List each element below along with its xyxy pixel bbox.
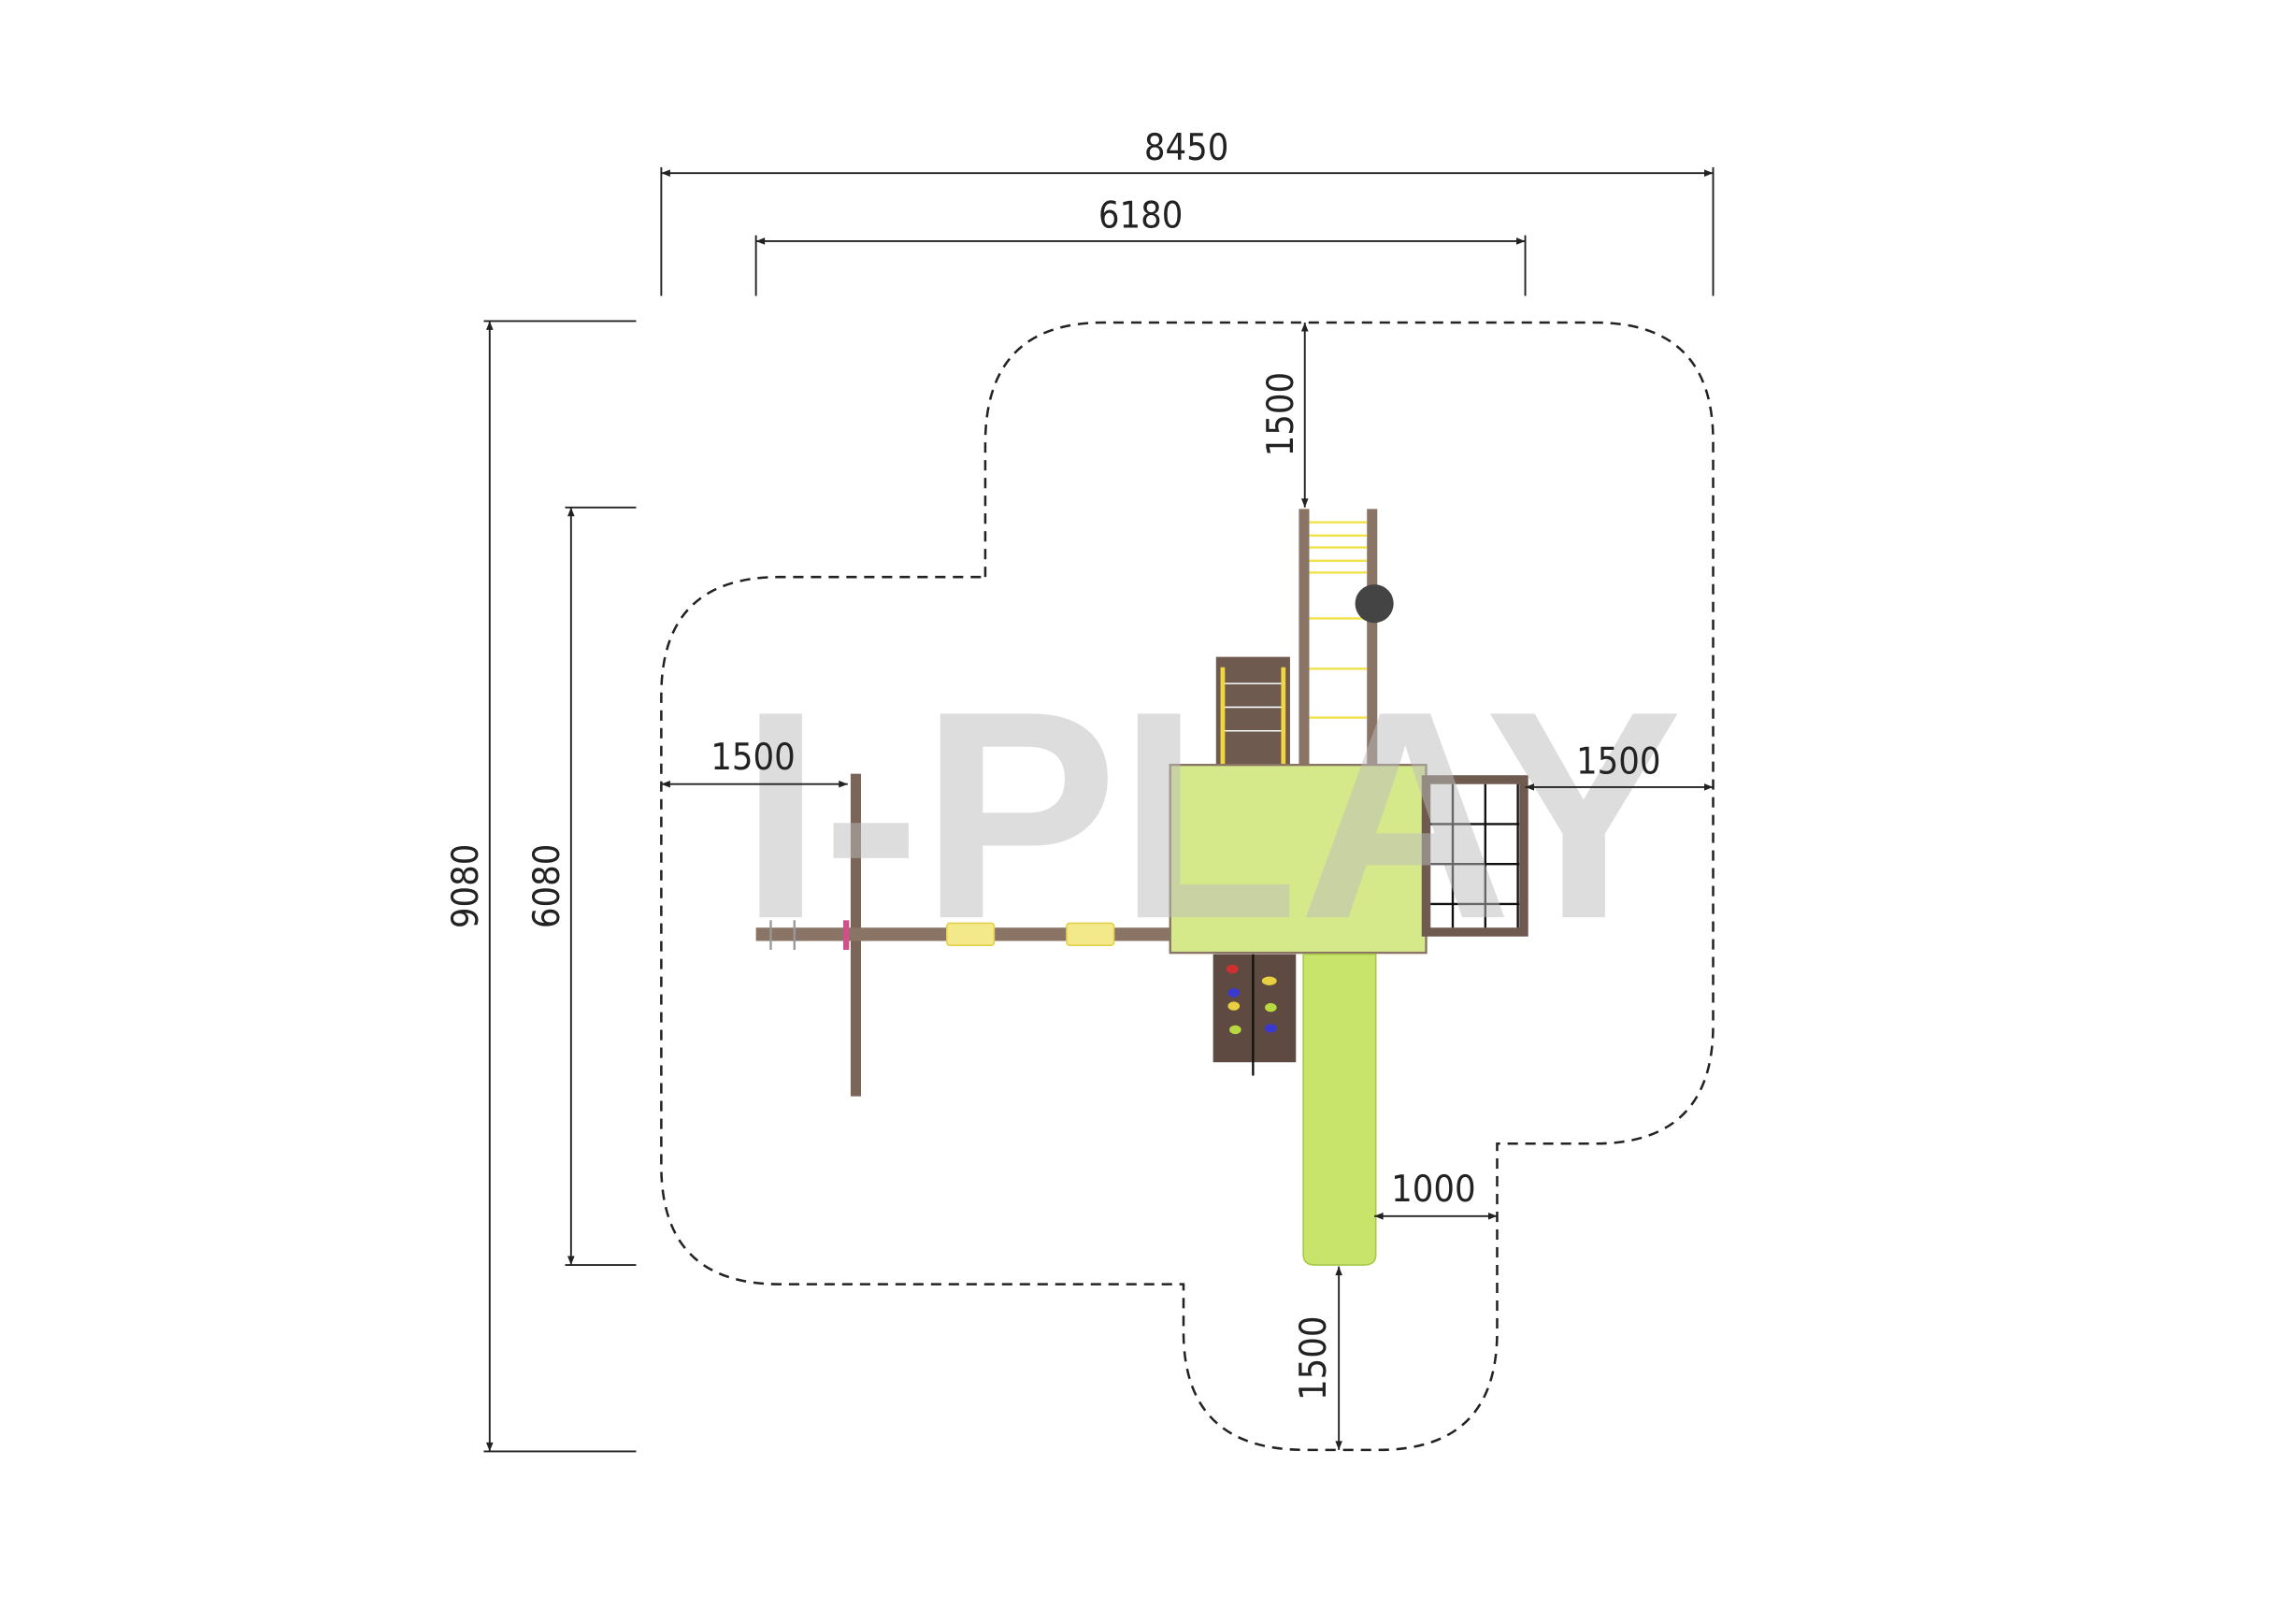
- climbing-hold: [1265, 1024, 1277, 1033]
- climbing-hold: [1227, 988, 1241, 998]
- svg-text:I-PLAY: I-PLAY: [739, 650, 1682, 981]
- stair-steps: [1222, 682, 1284, 732]
- iplay-watermark: I-PLAY: [739, 650, 1682, 981]
- climbing-hold: [1227, 1001, 1241, 1011]
- dim-overall-depth: 9080: [444, 844, 487, 929]
- ladder-post: [1299, 509, 1310, 766]
- dim-clearance-right: 1500: [1576, 740, 1661, 783]
- climbing-hold: [1226, 964, 1239, 974]
- climbing-net-frame: [1421, 775, 1528, 937]
- climbing-net: [1430, 783, 1520, 928]
- climbing-hold: [1265, 1002, 1277, 1013]
- dim-clearance-left: 1500: [710, 736, 796, 779]
- slide: [1302, 953, 1377, 1266]
- dimension-lines: [483, 166, 1715, 1453]
- dim-equipment-depth: 6080: [525, 844, 568, 929]
- ladder-post: [1367, 509, 1378, 766]
- steering-wheel-icon: [1355, 584, 1394, 624]
- stairs: [1215, 656, 1290, 766]
- dim-overall-width: 8450: [1144, 126, 1229, 169]
- ladder-rungs: [1309, 521, 1368, 719]
- climbing-hold: [1261, 976, 1277, 985]
- dim-clearance-bottom: 1500: [1292, 1315, 1335, 1400]
- swing-bracket: [843, 920, 850, 950]
- play-structure: [755, 509, 1528, 1266]
- dim-equipment-width: 6180: [1098, 194, 1184, 237]
- swing-seat: [945, 922, 996, 947]
- climbing-wall: [1213, 954, 1297, 1063]
- climbing-hold: [1229, 1025, 1241, 1035]
- safety-zone-outline: [660, 321, 1715, 1452]
- swing-seat: [1066, 922, 1115, 947]
- platform-roof: [1169, 763, 1428, 955]
- dim-clearance-slide-side: 1000: [1391, 1168, 1476, 1211]
- dim-clearance-top: 1500: [1259, 372, 1302, 457]
